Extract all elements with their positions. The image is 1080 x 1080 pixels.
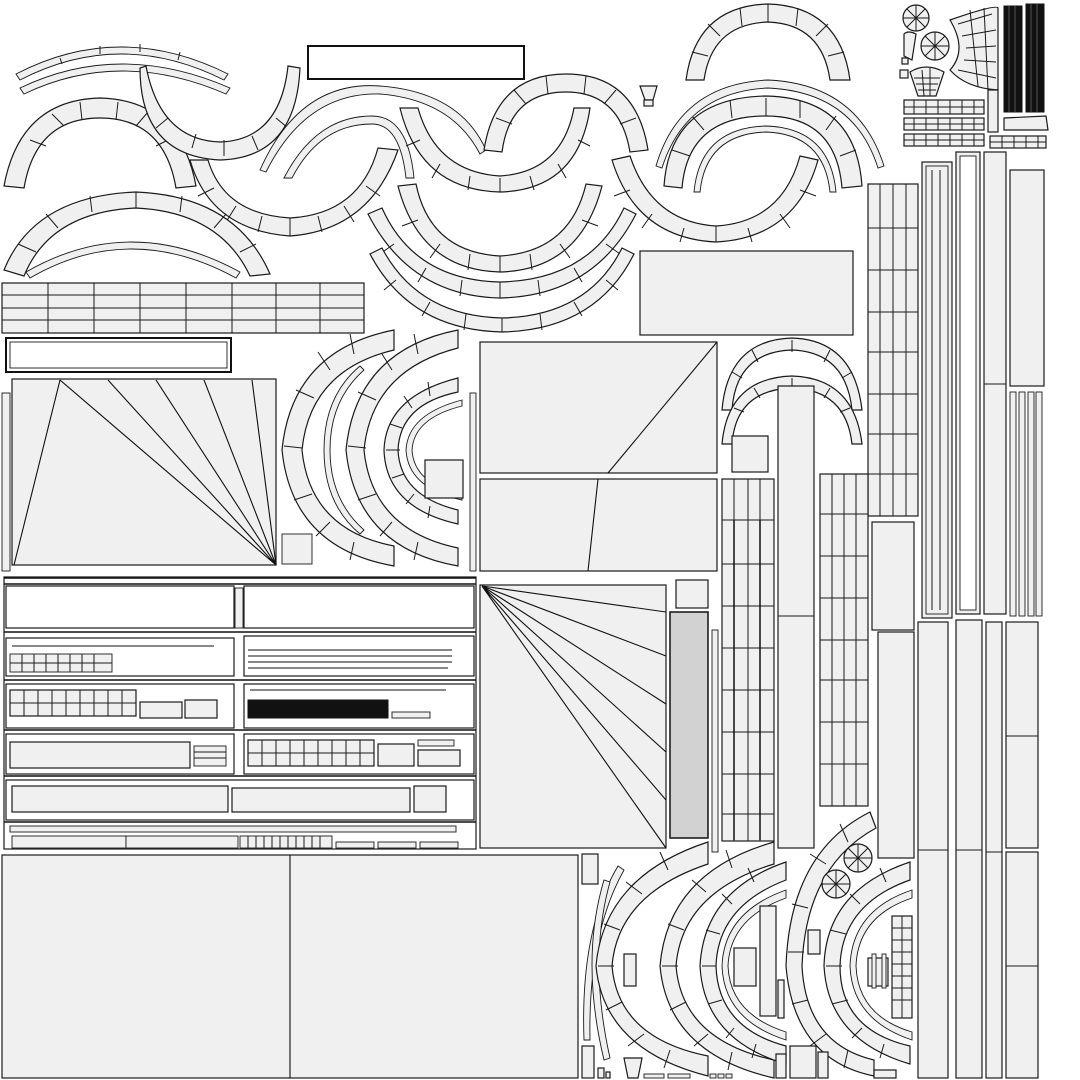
arc-band-center-bowl-3 [369,247,635,333]
grid-column-b [721,478,775,842]
arc-band-upper-center [399,107,591,193]
small-cup-island [639,85,658,101]
column-plain-c [777,385,815,849]
arc-strip-top-left [15,44,231,95]
grid-column-a [867,183,919,517]
arc-pair-right-small [721,337,863,445]
panel-plain-right-top [639,250,854,336]
grid-column-d [819,473,869,807]
arc-band-upper-left-a [3,97,197,189]
arc-band-upper-center-right [483,73,649,153]
detail-cluster-top-right [899,3,1049,149]
c-arc-set-middle [281,329,477,572]
column-small-e [871,521,915,631]
panel-large-bottom-left [1,854,579,1079]
small-square-right [731,435,769,473]
panel-diagonal-top [479,341,718,474]
arc-band-upper-right-arch [663,95,863,189]
frame-white-rect-left-inner [9,341,228,369]
c-arc-set-bottom [581,811,913,1079]
control-panel-block [3,576,477,850]
small-cup-base [643,99,654,107]
arc-band-upper-right-arch-inner [655,79,885,193]
grid-strip-left [1,282,365,334]
fan-panel-left [1,378,313,572]
arc-band-center-bowl-2 [367,207,637,299]
frame-white-rect-top [307,45,525,80]
fan-panel-center [479,579,719,853]
arc-band-upper-left-b [139,65,301,161]
arc-band-top-right [685,3,851,81]
column-group-bottom-right [917,619,1039,1079]
column-tall-f [877,631,915,859]
strip-group-top-right [921,151,1045,619]
arc-band-left-mid [3,191,271,279]
arc-band-lower-left-wide [189,147,399,237]
arc-band-upper-right-bowl [611,155,819,243]
arc-band-center-bowl [397,183,603,273]
arc-band-upper-middle [259,85,487,179]
panel-split-mid [479,478,718,572]
